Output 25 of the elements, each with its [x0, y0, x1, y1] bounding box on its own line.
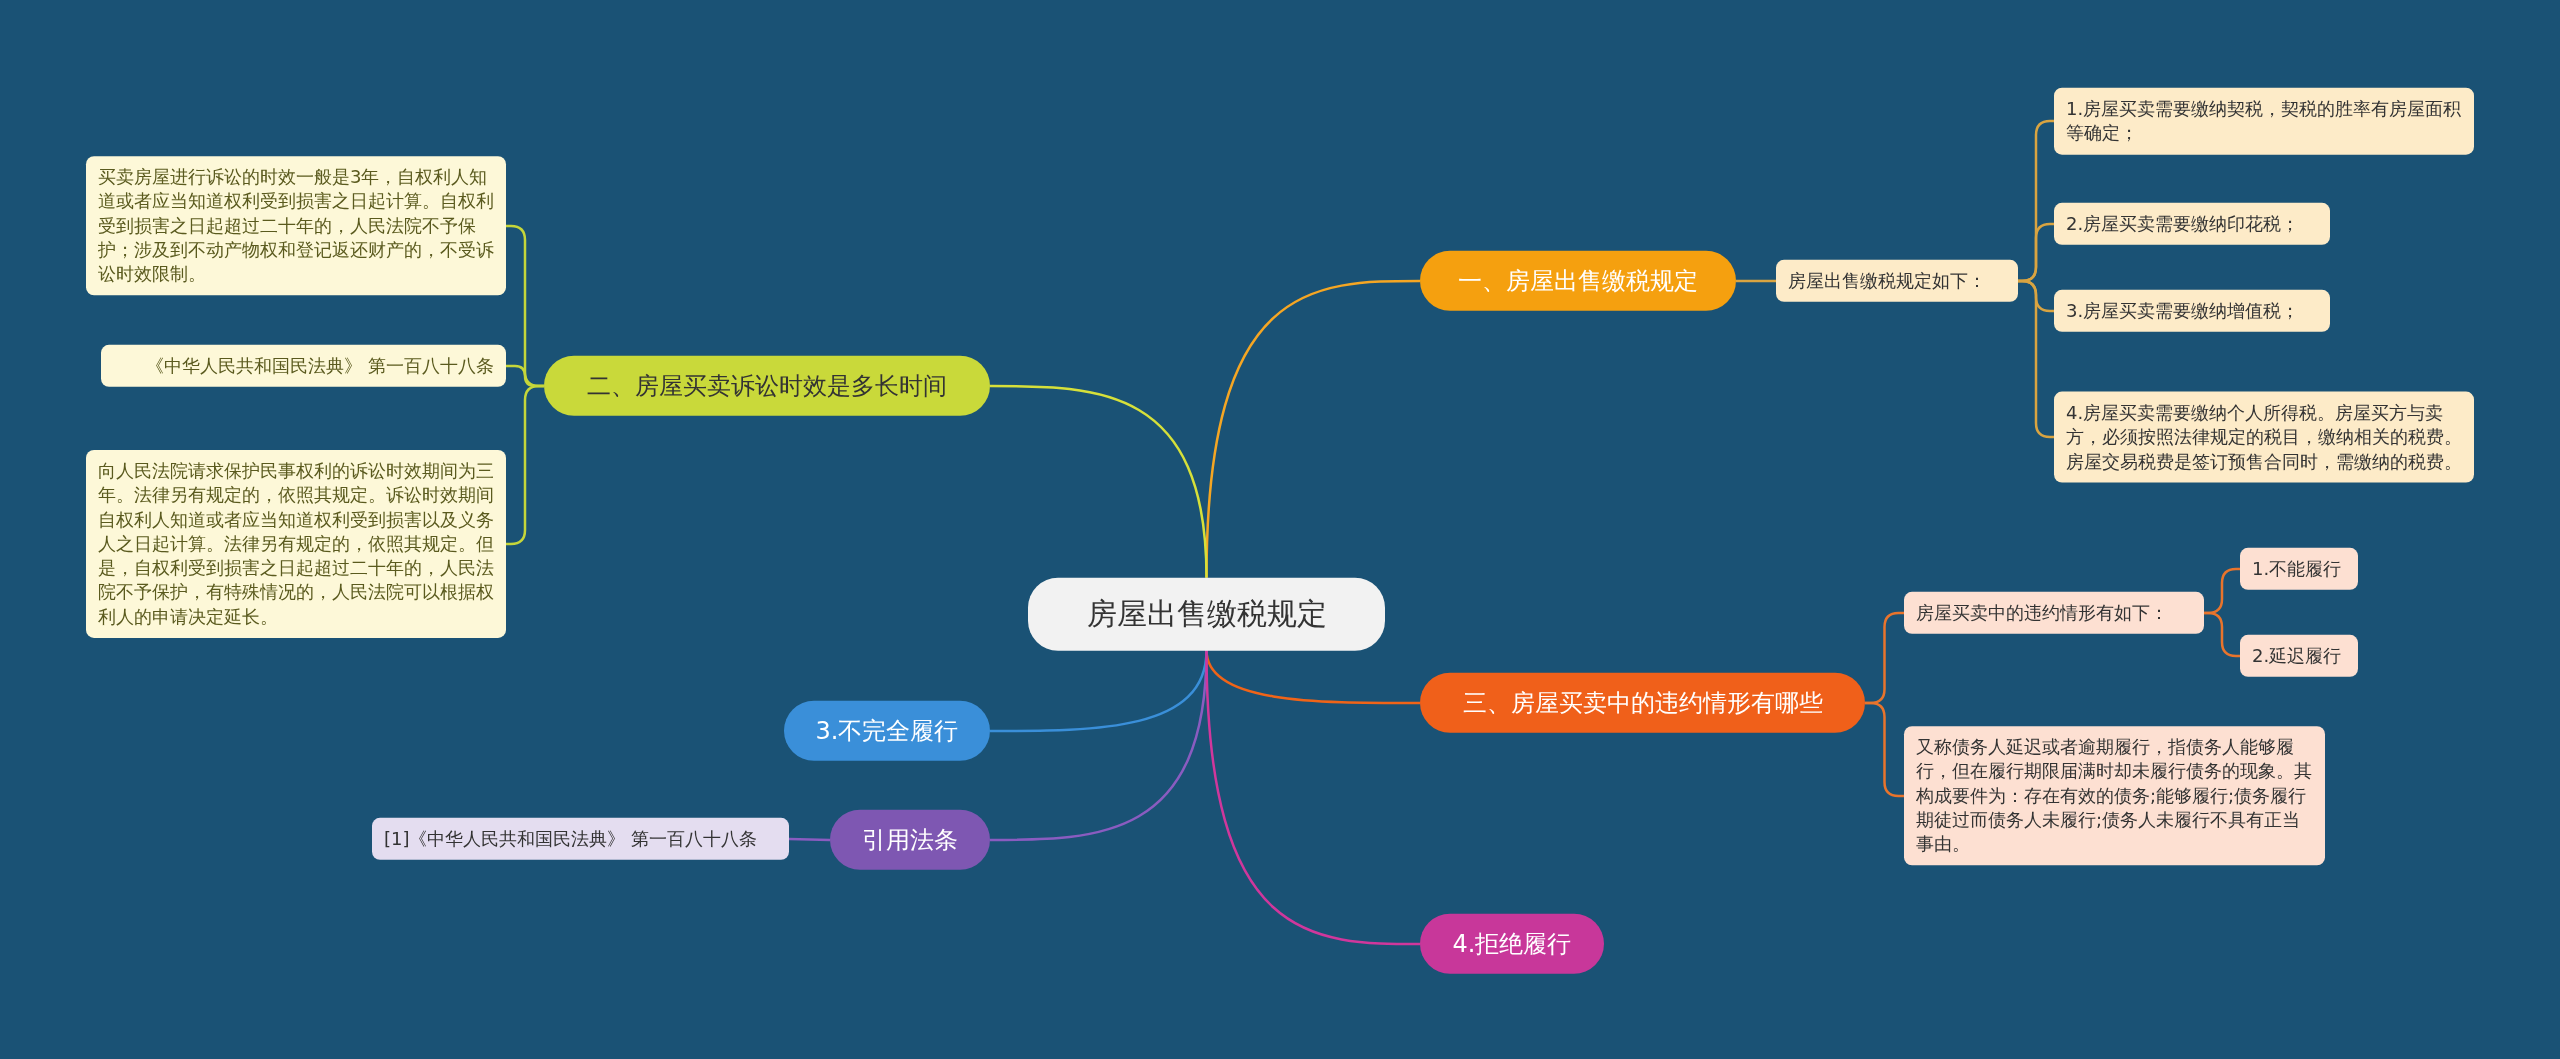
- connector-line: [1736, 279, 1776, 283]
- branch-topic: 3.不完全履行: [784, 700, 990, 762]
- central-topic: 房屋出售缴税规定: [1028, 577, 1385, 651]
- connector-line: [788, 837, 831, 842]
- branch-topic: 一、房屋出售缴税规定: [1420, 250, 1736, 312]
- subtopic-box: 房屋出售缴税规定如下：: [1776, 259, 2018, 303]
- note-box: 1.不能履行: [2240, 547, 2358, 591]
- branch-topic: 三、房屋买卖中的违约情形有哪些: [1420, 672, 1865, 734]
- note-box: 又称债务人延迟或者逾期履行，指债务人能够履行，但在履行期限届满时却未履行债务的现象。其构成要件为：存在有效的债务;能够履行;债务履行期徒过而债务人未履行;债务人未履行不具有正当事由。: [1904, 726, 2325, 866]
- branch-topic: 4.拒绝履行: [1420, 913, 1604, 975]
- connector-line: [2204, 611, 2240, 658]
- note-box: 1.房屋买卖需要缴纳契税，契税的胜率有房屋面积等确定；: [2054, 87, 2474, 155]
- connector-line: [1205, 650, 1420, 946]
- subtopic-box: 房屋买卖中的违约情形有如下：: [1904, 591, 2204, 635]
- connector-line: [990, 384, 1208, 578]
- note-box: 2.延迟履行: [2240, 634, 2358, 678]
- note-box: 买卖房屋进行诉讼的时效一般是3年，自权利人知道或者应当知道权利受到损害之日起计算。自权利受到损害之日起超过二十年的，人民法院不予保护；涉及到不动产物权和登记返还财产的，不受诉讼时效限制。: [86, 156, 506, 296]
- note-box: 3.房屋买卖需要缴纳增值税；: [2054, 289, 2330, 333]
- note-box: 向人民法院请求保护民事权利的诉讼时效期间为三年。法律另有规定的，依照其规定。诉讼时效期间自权利人知道或者应当知道权利受到损害以及义务人之日起计算。法律另有规定的，依照其规定。但是，自权利受到损害之日起超过二十年的，人民法院不予保护，有特殊情况的，人民法院可以根据权利人的申请决定延长。: [86, 449, 506, 639]
- branch-topic: 二、房屋买卖诉讼时效是多长时间: [544, 355, 990, 417]
- note-box: [1]《中华人民共和国民法典》 第一百八十八条: [372, 817, 789, 861]
- note-box: 4.房屋买卖需要缴纳个人所得税。房屋买方与卖方，必须按照法律规定的税目，缴纳相关的税费。房屋交易税费是签订预售合同时，需缴纳的税费。: [2054, 391, 2474, 483]
- branch-topic: 引用法条: [830, 809, 990, 871]
- note-box: 《中华人民共和国民法典》 第一百八十八条: [101, 344, 506, 388]
- note-box: 2.房屋买卖需要缴纳印花税；: [2054, 202, 2330, 246]
